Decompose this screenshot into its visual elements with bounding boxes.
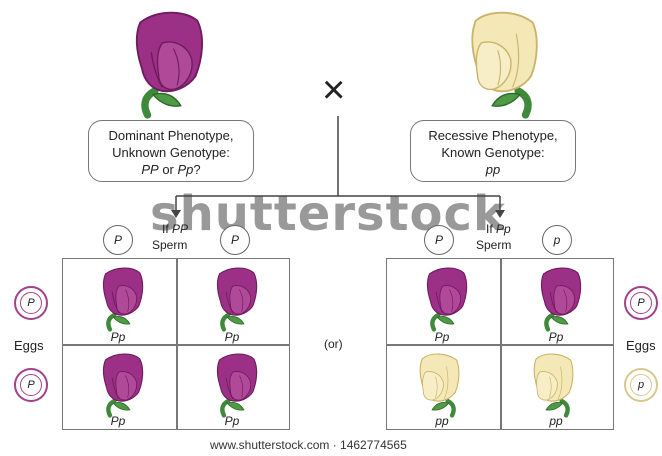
right-offspring-flower-4 — [518, 350, 592, 422]
left-sperm-label: Sperm — [152, 238, 187, 252]
left-sperm-gamete-1: P — [103, 225, 133, 255]
left-if-genotype-label: If PP — [162, 222, 188, 236]
right-offspring-genotype-3: pp — [422, 414, 462, 428]
left-offspring-genotype-3: Pp — [98, 414, 138, 428]
left-offspring-flower-2 — [200, 264, 270, 336]
left-offspring-flower-1 — [86, 264, 156, 336]
left-offspring-genotype-2: Pp — [212, 330, 252, 344]
left-sperm-gamete-2: P — [220, 225, 250, 255]
right-sperm-gamete-1: P — [424, 225, 454, 255]
right-if-genotype-label: If Pp — [486, 222, 511, 236]
left-offspring-genotype-4: Pp — [212, 414, 252, 428]
right-offspring-flower-1 — [410, 264, 480, 336]
left-egg-gamete-2: P — [14, 368, 48, 402]
right-offspring-flower-2 — [524, 264, 594, 336]
right-sperm-gamete-2: p — [542, 225, 572, 255]
right-offspring-genotype-2: Pp — [536, 330, 576, 344]
right-egg-gamete-2: p — [624, 368, 658, 402]
right-offspring-flower-3 — [404, 350, 478, 422]
or-label: (or) — [324, 337, 343, 351]
left-offspring-flower-4 — [200, 350, 270, 422]
right-eggs-label: Eggs — [626, 338, 656, 353]
left-offspring-genotype-1: Pp — [98, 330, 138, 344]
footer-credit: www.shutterstock.com · 1462774565 — [210, 438, 407, 452]
left-eggs-label: Eggs — [14, 338, 44, 353]
right-offspring-genotype-1: Pp — [422, 330, 462, 344]
left-offspring-flower-3 — [86, 350, 156, 422]
left-egg-gamete-1: P — [14, 286, 48, 320]
right-egg-gamete-1: P — [624, 286, 658, 320]
right-offspring-genotype-4: pp — [536, 414, 576, 428]
right-sperm-label: Sperm — [476, 238, 511, 252]
